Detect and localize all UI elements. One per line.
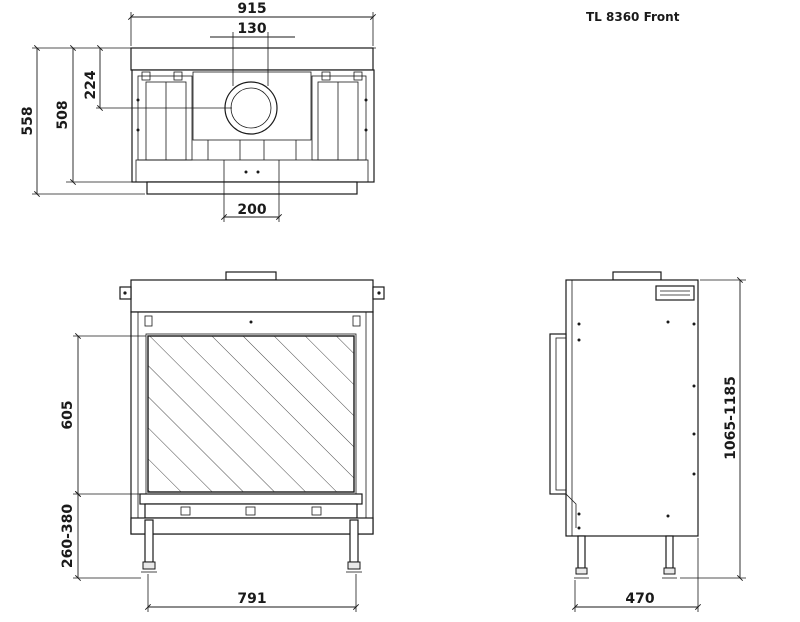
side-front-leg [577,535,586,569]
dim-260-380: 260-380 [60,504,76,569]
dim-605: 605 [60,400,76,429]
side-body [565,279,699,537]
side-label-plate [655,285,695,301]
top-plate [130,47,374,71]
top-view [96,47,376,195]
front-flue-stub [225,271,277,281]
front-left-leg [144,519,154,563]
top-view-dimensions: 915 130 558 508 224 200 [20,1,377,222]
front-hood [130,279,374,313]
front-glass [147,335,355,493]
flue-box [192,71,312,141]
dim-558: 558 [20,106,36,135]
top-base [146,181,358,195]
front-base [130,517,374,535]
dim-130: 130 [237,21,266,37]
front-view-dimensions: 605 260-380 791 [60,332,360,612]
side-flue-stub [612,271,662,281]
dim-224: 224 [83,70,99,99]
dim-470: 470 [625,591,654,607]
front-right-leg [349,519,359,563]
dim-1065-1185: 1065-1185 [723,376,739,460]
drawing-title: TL 8360 Front [586,10,680,24]
dim-200: 200 [237,202,266,218]
side-door-profile [549,333,567,495]
front-sill [139,493,363,505]
side-view-dimensions: 1065-1185 470 [571,276,746,612]
front-control-strip [144,503,358,519]
side-rear-leg [665,535,674,569]
dim-915: 915 [237,1,266,17]
dim-508: 508 [55,100,71,129]
dim-791: 791 [237,591,266,607]
side-view [549,271,699,579]
front-view [119,271,385,573]
